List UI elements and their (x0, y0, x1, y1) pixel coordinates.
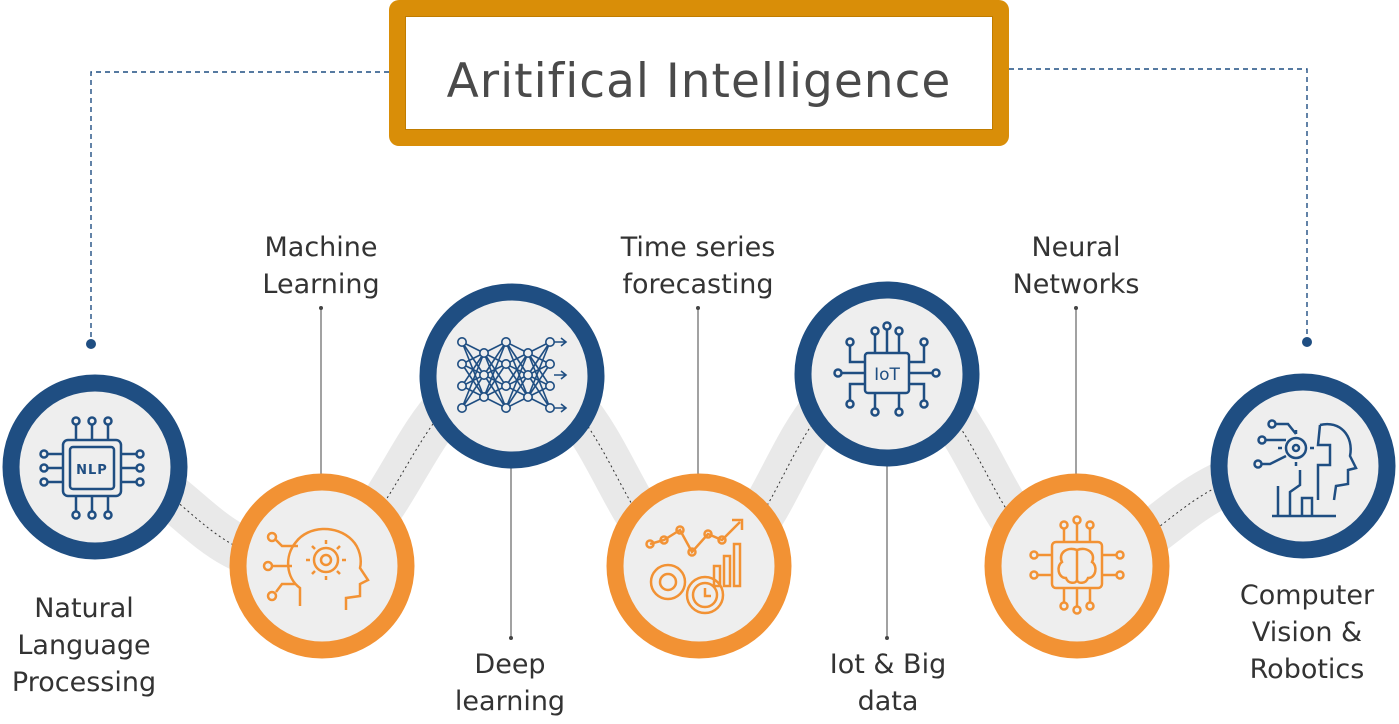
node-nn (984, 473, 1170, 659)
node-ml (229, 473, 415, 659)
mesh-link (483, 341, 507, 376)
mesh-node (456, 336, 467, 347)
mesh-node (500, 380, 511, 391)
mesh-link (527, 341, 551, 398)
mesh-node (478, 347, 489, 358)
pointer-dot (1074, 306, 1078, 310)
pointer-dot (696, 306, 700, 310)
label-line: data (857, 686, 919, 717)
label-line: Time series (620, 232, 776, 263)
node-iot: IoT (794, 281, 980, 467)
brain-chip-icon (1029, 515, 1125, 615)
label-line: learning (454, 686, 566, 717)
label-line: Neural (1031, 232, 1121, 263)
nlp-chip-icon (39, 416, 145, 520)
robot-head-icon (1253, 419, 1358, 518)
neural-mesh-icon (456, 336, 568, 413)
label-ts: Time series forecasting (598, 229, 798, 303)
label-nlp: Natural Language Processing (2, 590, 166, 701)
mesh-node (500, 358, 511, 369)
trend-clock-icon (645, 518, 744, 615)
label-line: Deep (474, 649, 546, 680)
mesh-node (500, 402, 511, 413)
mesh-node (456, 380, 467, 391)
label-line: forecasting (622, 269, 774, 300)
mesh-link (505, 374, 529, 409)
label-line: Vision & (1251, 617, 1363, 648)
mesh-link (483, 363, 507, 398)
mesh-link (483, 341, 507, 398)
mesh-node (544, 380, 555, 391)
mesh-node (456, 358, 467, 369)
diagram-title: Aritifical Intelligence (446, 54, 952, 109)
mesh-link (461, 374, 485, 409)
title-frame: Aritifical Intelligence (389, 0, 1009, 146)
mesh-node (544, 336, 555, 347)
mesh-link (505, 352, 529, 409)
mesh-link (505, 352, 529, 387)
label-line: Natural (34, 593, 134, 624)
mesh-output-arrow (554, 337, 568, 347)
label-line: Processing (11, 667, 157, 698)
mesh-link (527, 363, 551, 398)
nlp-chip-text: NLP (76, 463, 108, 478)
label-cv: Computer Vision & Robotics (1222, 577, 1392, 688)
iot-chip-text: IoT (874, 365, 900, 385)
iot-chip-icon (833, 321, 941, 417)
pointer-dot (319, 306, 323, 310)
label-nn: Neural Networks (990, 229, 1162, 303)
mesh-node (522, 391, 533, 402)
label-ml: Machine Learning (238, 229, 404, 303)
label-line: Robotics (1249, 654, 1365, 685)
mesh-node (544, 358, 555, 369)
mesh-link (527, 341, 551, 376)
node-cv (1210, 373, 1396, 559)
label-line: Networks (1012, 269, 1140, 300)
pointer-dot (509, 636, 513, 640)
label-line: Learning (262, 269, 380, 300)
connector-dot-right (1302, 337, 1312, 347)
node-dl (419, 283, 605, 469)
mesh-link (461, 352, 485, 409)
label-line: Computer (1239, 580, 1375, 611)
gear-head-icon (262, 527, 370, 610)
label-line: Machine (264, 232, 378, 263)
node-nlp: NLP (2, 374, 188, 560)
label-line: Iot & Big (829, 649, 947, 680)
mesh-output-arrow (554, 403, 568, 413)
node-ts (606, 473, 792, 659)
mesh-node (456, 402, 467, 413)
mesh-link (461, 352, 485, 387)
mesh-output-arrow (554, 370, 568, 380)
connector-dot-left (86, 339, 96, 349)
pointer-dot (885, 636, 889, 640)
mesh-node (522, 347, 533, 358)
title-connectors (90, 68, 1308, 340)
mesh-node (544, 402, 555, 413)
mesh-node (522, 369, 533, 380)
mesh-node (478, 369, 489, 380)
mesh-node (500, 336, 511, 347)
mesh-node (478, 391, 489, 402)
label-iot: Iot & Big data (805, 646, 971, 720)
label-dl: Deep learning (430, 646, 590, 720)
label-line: Language (17, 630, 151, 661)
